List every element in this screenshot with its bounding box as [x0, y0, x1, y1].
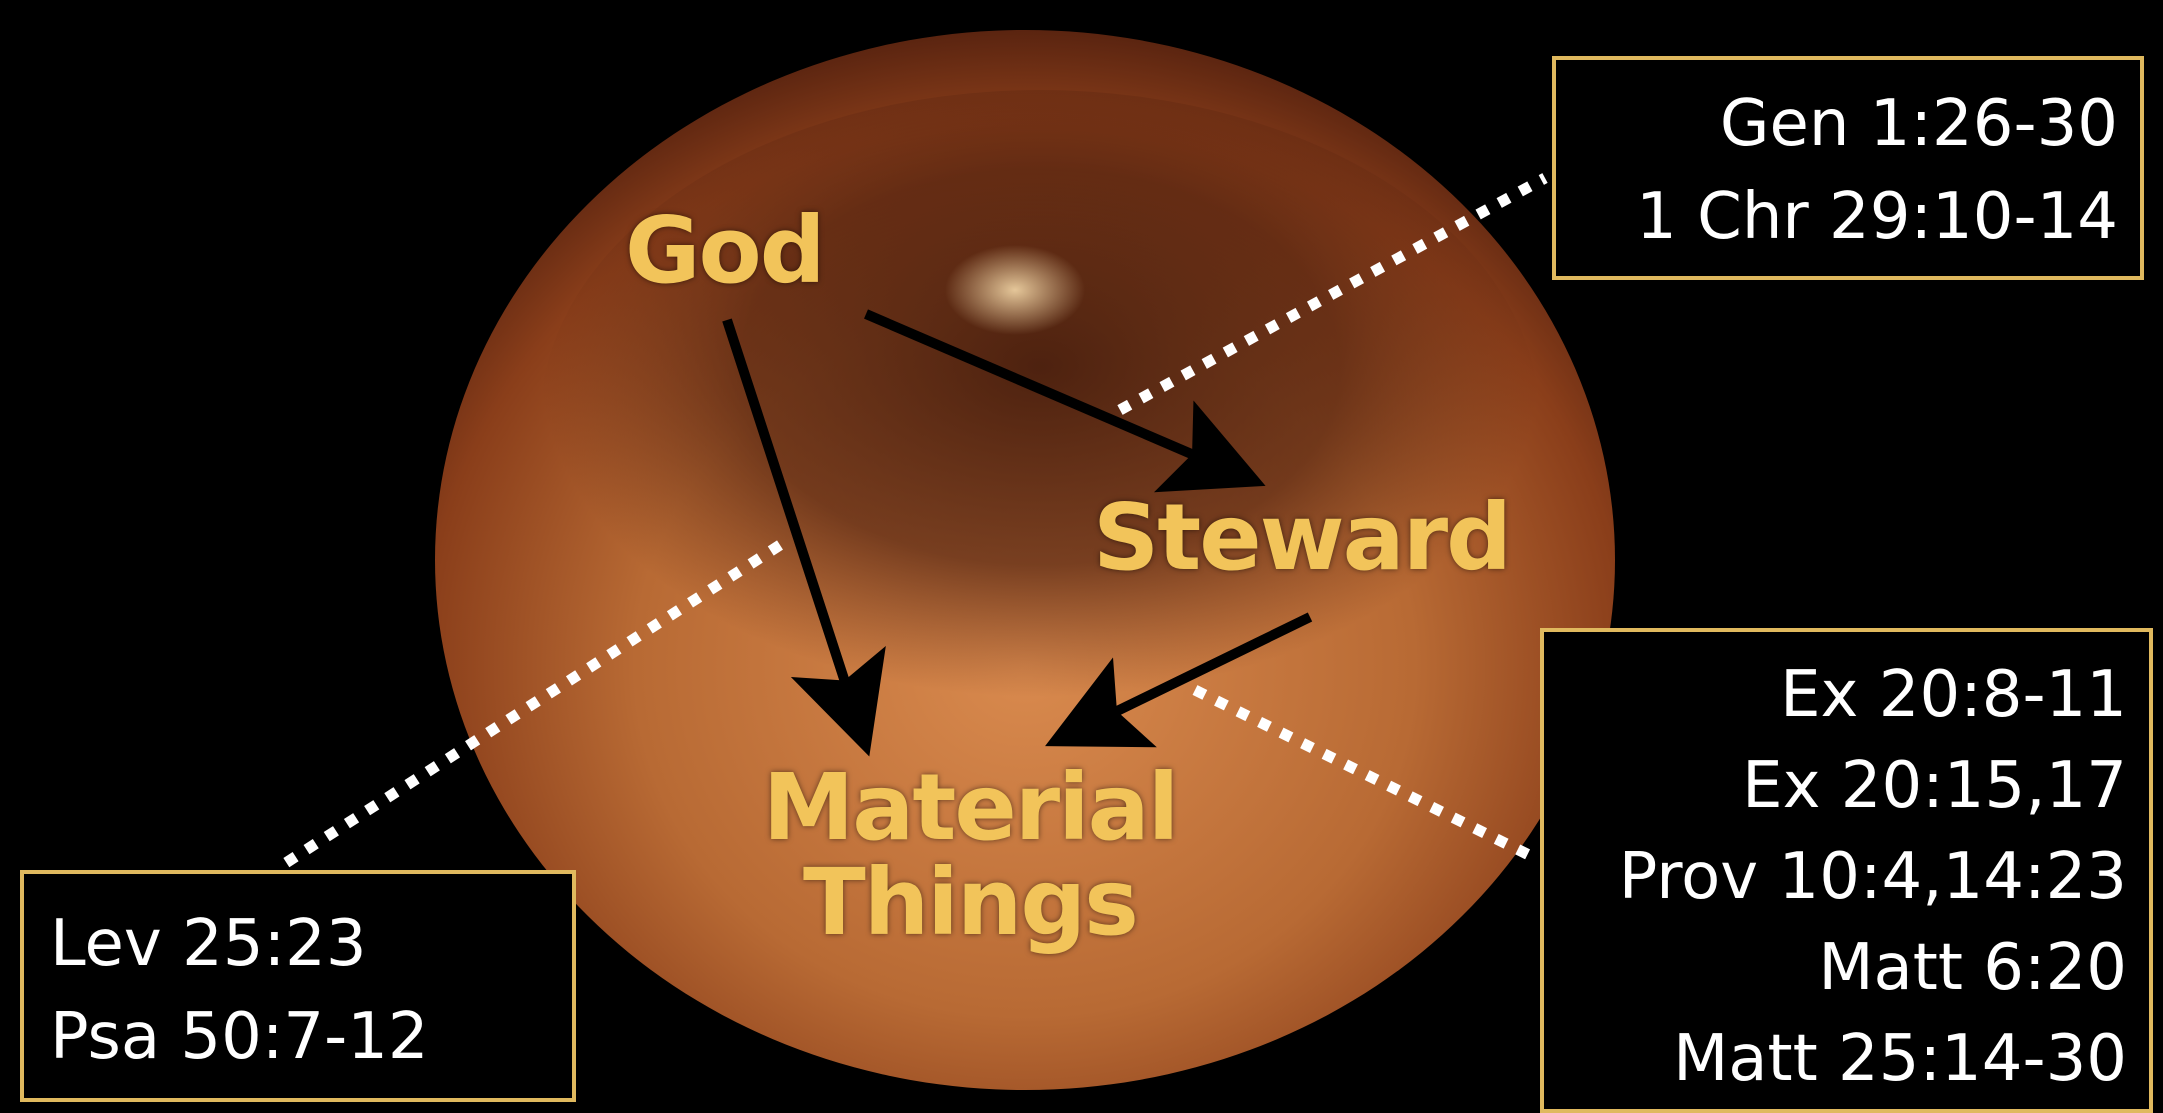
node-material-line1: Material — [735, 760, 1205, 855]
reference-line: Matt 25:14-30 — [1544, 1014, 2127, 1105]
node-material-things: Material Things — [735, 760, 1205, 950]
reference-line: Matt 6:20 — [1544, 923, 2127, 1014]
globe-inner-shadow — [540, 90, 1540, 750]
reference-line: Prov 10:4,14:23 — [1544, 832, 2127, 923]
reference-line: Gen 1:26-30 — [1556, 78, 2118, 171]
node-material-line2: Things — [735, 855, 1205, 950]
reference-box-bottom-right: Ex 20:8-11 Ex 20:15,17 Prov 10:4,14:23 M… — [1540, 628, 2153, 1113]
node-steward: Steward — [1093, 492, 1510, 584]
reference-line: Ex 20:15,17 — [1544, 741, 2127, 832]
reference-line: Lev 25:23 — [50, 898, 572, 991]
reference-line: Ex 20:8-11 — [1544, 650, 2127, 741]
reference-line: 1 Chr 29:10-14 — [1556, 171, 2118, 264]
reference-line: Psa 50:7-12 — [50, 991, 572, 1084]
globe-highlight — [945, 245, 1085, 335]
reference-box-bottom-left: Lev 25:23 Psa 50:7-12 — [20, 870, 576, 1102]
node-god: God — [625, 205, 824, 297]
reference-box-top-right: Gen 1:26-30 1 Chr 29:10-14 — [1552, 56, 2144, 280]
